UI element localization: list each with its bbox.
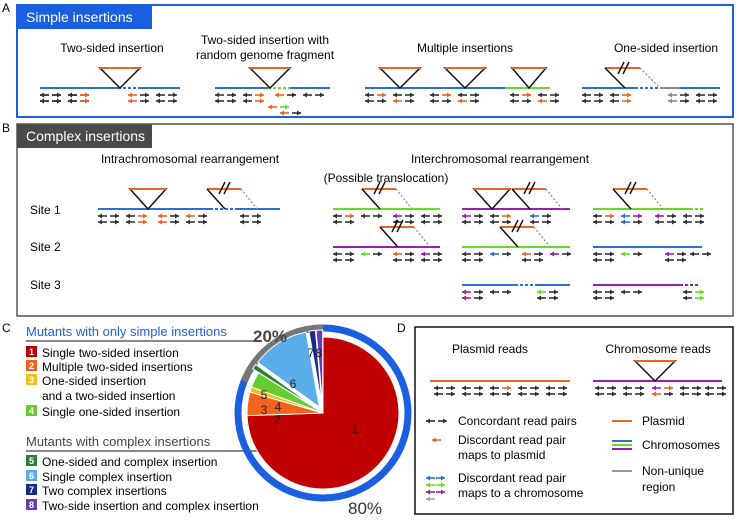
label-interchromosomal: Interchromosomal rearrangement bbox=[411, 152, 590, 166]
legend-swatch-8 bbox=[26, 499, 37, 510]
label-site-3: Site 3 bbox=[30, 278, 61, 292]
pie-slice-6 bbox=[257, 331, 320, 409]
pie-label-2: 2 bbox=[274, 413, 281, 427]
legend-swatch-6 bbox=[26, 470, 37, 481]
legend-chromosomes: Chromosomes bbox=[642, 438, 720, 452]
legend-label-3: One-sided insertion bbox=[42, 374, 146, 388]
label-intrachromosomal: Intrachromosomal rearrangement bbox=[101, 152, 280, 166]
panel-b-header-bg bbox=[17, 124, 152, 148]
label-multiple: Multiple insertions bbox=[417, 41, 513, 55]
label-plasmid-reads: Plasmid reads bbox=[452, 342, 528, 356]
d-chromosome-reads-diagram bbox=[593, 360, 722, 383]
a-one-sided-diagram bbox=[582, 61, 720, 89]
legend-plasmid: Plasmid bbox=[642, 414, 685, 428]
legend-swatch-5 bbox=[26, 455, 37, 466]
legend-label-4: Single one-sided insertion bbox=[42, 405, 180, 419]
a-read-pairs bbox=[40, 92, 717, 116]
legend-swatch-7 bbox=[26, 484, 37, 495]
legend-nonunique-2: region bbox=[642, 480, 675, 494]
b-chromosome-diagrams bbox=[98, 181, 711, 301]
legend-swatch-num-3: 3 bbox=[29, 375, 34, 385]
label-site-2: Site 2 bbox=[30, 240, 61, 254]
pie-slice-8 bbox=[315, 329, 324, 407]
a-multiple-diagram bbox=[365, 67, 550, 90]
pie-label-5: 5 bbox=[261, 388, 268, 402]
pct-complex: 20% bbox=[253, 327, 287, 346]
label-random-fragment-1: Two-sided insertion with bbox=[201, 33, 329, 47]
a-random-fragment-diagram bbox=[215, 67, 330, 90]
legend-disc-chrom-1: Discordant read pair bbox=[458, 471, 566, 485]
legend-nonunique-1: Non-unique bbox=[642, 464, 704, 478]
pie-label-1: 1 bbox=[352, 422, 359, 436]
panel-d-letter: D bbox=[397, 321, 406, 335]
d-read-pairs bbox=[426, 385, 726, 502]
panel-c-letter: C bbox=[2, 321, 11, 335]
panel-a-letter: A bbox=[2, 1, 10, 15]
pie-label-3: 3 bbox=[261, 403, 268, 417]
legend-label-7: Two complex insertions bbox=[42, 484, 167, 498]
legend-swatch-num-8: 8 bbox=[29, 500, 34, 510]
legend-swatch-num-6: 6 bbox=[29, 471, 34, 481]
legend-disc-plasmid-2: maps to plasmid bbox=[458, 448, 545, 462]
legend-disc-plasmid-1: Discordant read pair bbox=[458, 433, 566, 447]
legend-swatch-num-2: 2 bbox=[29, 361, 34, 371]
legend-label-3-b: and a two-sided insertion bbox=[42, 389, 175, 403]
legend-swatch-3 bbox=[26, 374, 37, 385]
panel-d-frame bbox=[414, 326, 734, 515]
pie-slice-5 bbox=[252, 363, 318, 410]
panel-b-header: Complex insertions bbox=[26, 128, 145, 144]
legend-label-2: Multiple two-sided insertions bbox=[42, 360, 193, 374]
panel-a-frame bbox=[16, 4, 734, 118]
pie-label-8: 8 bbox=[316, 346, 323, 360]
legend-swatch-2 bbox=[26, 360, 37, 371]
legend-concordant: Concordant read pairs bbox=[458, 414, 577, 428]
pct-simple: 80% bbox=[348, 499, 382, 518]
panel-a-header-bg bbox=[17, 5, 152, 29]
legend-swatch-num-7: 7 bbox=[29, 485, 34, 495]
legend-label-5: One-sided and complex insertion bbox=[42, 455, 217, 469]
outer-ring-complex bbox=[240, 324, 324, 383]
pie-label-6: 6 bbox=[290, 377, 297, 391]
pie-slice-1 bbox=[246, 336, 400, 490]
panel-b-frame bbox=[16, 123, 734, 317]
label-two-sided: Two-sided insertion bbox=[60, 41, 163, 55]
legend-label-8: Two-side insertion and complex insertion bbox=[42, 499, 259, 513]
legend-swatch-4 bbox=[26, 405, 37, 416]
legend-disc-chrom-2: maps to a chromosome bbox=[458, 486, 584, 500]
label-chromosome-reads: Chromosome reads bbox=[605, 342, 710, 356]
label-one-sided: One-sided insertion bbox=[614, 41, 718, 55]
panel-b-letter: B bbox=[2, 121, 10, 135]
label-translocation: (Possible translocation) bbox=[324, 171, 449, 185]
panel-a-header: Simple insertions bbox=[26, 9, 133, 25]
complex-title: Mutants with complex insertions bbox=[26, 434, 211, 449]
legend-swatch-num-4: 4 bbox=[29, 406, 34, 416]
legend-swatch-1 bbox=[26, 346, 37, 357]
label-random-fragment-2: random genome fragment bbox=[196, 48, 335, 62]
pie-label-4: 4 bbox=[275, 400, 282, 414]
pie-label-7: 7 bbox=[308, 346, 315, 360]
simple-title: Mutants with only simple insertions bbox=[26, 324, 227, 339]
pie-slice-7 bbox=[308, 329, 323, 407]
a-two-sided-diagram bbox=[40, 67, 180, 90]
legend-label-6: Single complex insertion bbox=[42, 470, 172, 484]
label-site-1: Site 1 bbox=[30, 203, 61, 217]
legend-swatch-num-5: 5 bbox=[29, 456, 34, 466]
c-legend: 1 Single two-sided insertion 2 Multiple two… bbox=[26, 346, 259, 513]
legend-swatch-num-1: 1 bbox=[29, 347, 34, 357]
legend-label-1: Single two-sided insertion bbox=[42, 346, 179, 360]
